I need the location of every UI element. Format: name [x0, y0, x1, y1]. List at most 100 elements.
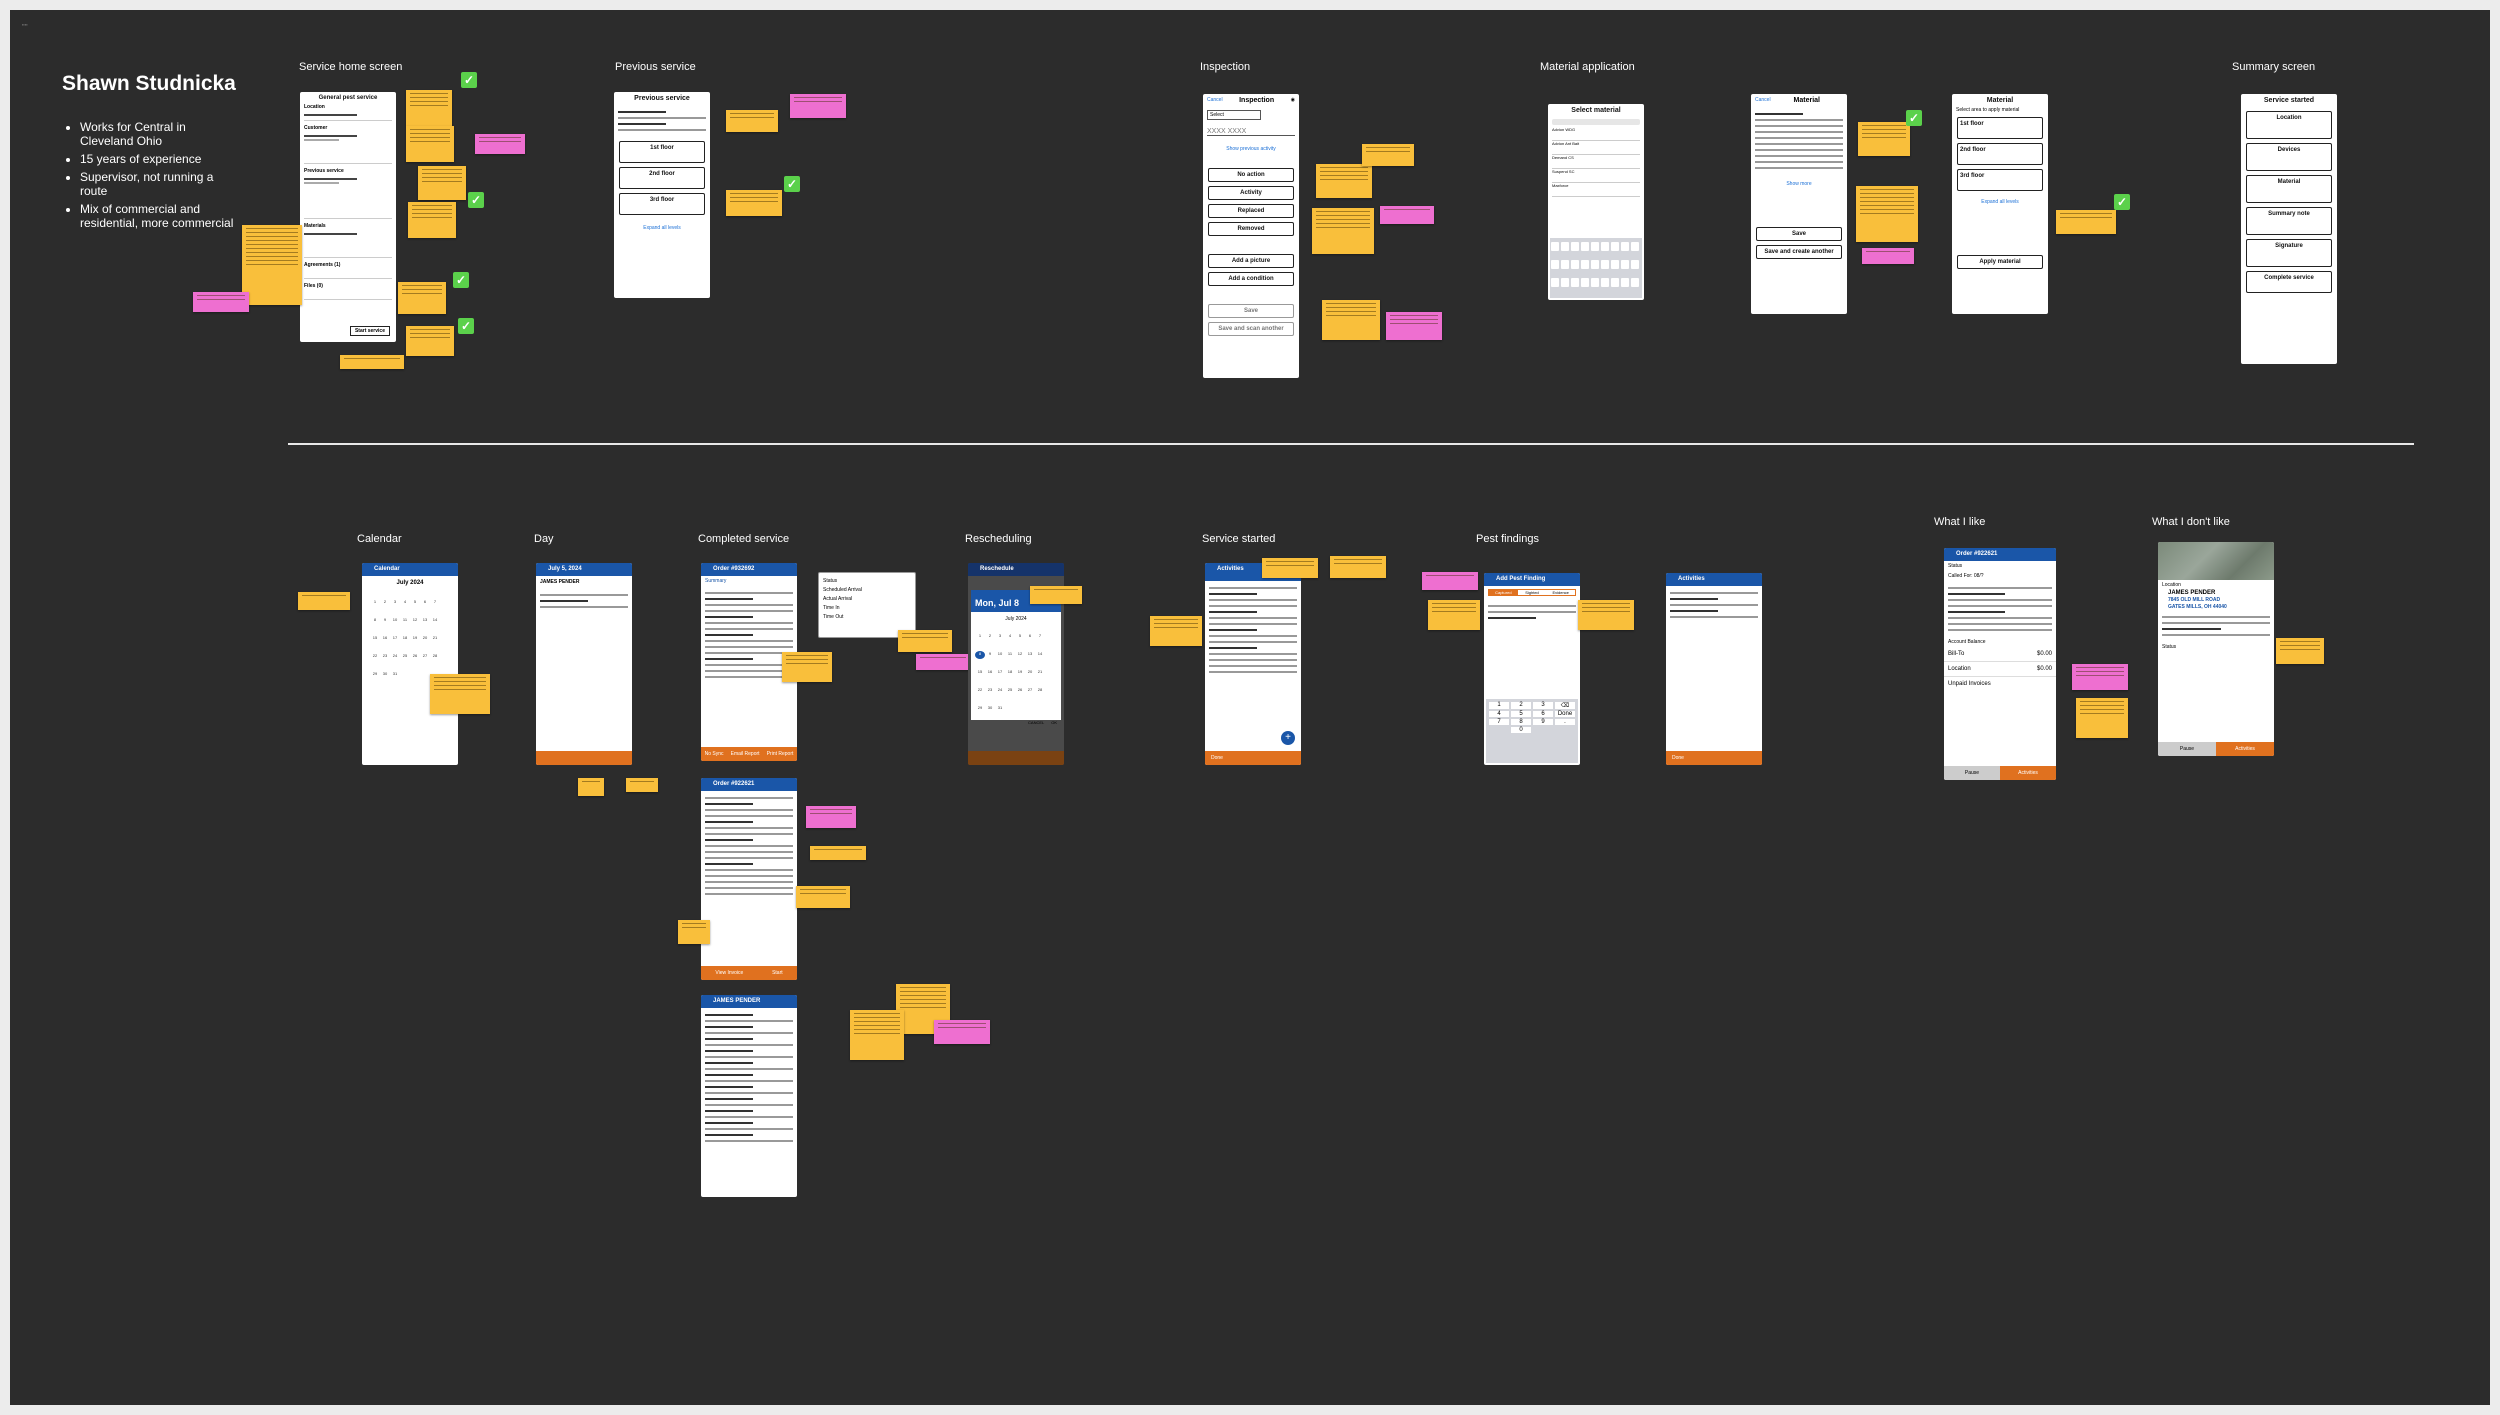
- tab-evidence[interactable]: Evidence: [1552, 590, 1569, 595]
- save-and-scan-button[interactable]: Save and scan another: [1208, 322, 1294, 336]
- no-sync-button[interactable]: No Sync: [704, 751, 724, 757]
- material-list-item[interactable]: Suspend SC: [1552, 169, 1640, 183]
- completed-tab[interactable]: Summary: [705, 578, 727, 584]
- area-floor-label: 2nd floor: [1960, 147, 1986, 153]
- summary-card-label: Location: [2276, 115, 2302, 121]
- print-report-button[interactable]: Print Report: [766, 751, 794, 757]
- activities-button[interactable]: Activities: [2216, 742, 2274, 756]
- inspection-code-field[interactable]: XXXX XXXX: [1207, 128, 1295, 136]
- start-service-button[interactable]: Start service: [349, 326, 390, 336]
- add-picture-button[interactable]: Add a picture: [1208, 254, 1294, 268]
- save-button[interactable]: Save: [1208, 304, 1294, 318]
- previous-floor-card[interactable]: 1st floor: [619, 141, 705, 163]
- area-expand-link[interactable]: Expand all levels: [1981, 199, 2019, 205]
- location-row[interactable]: Location$0.00: [1944, 662, 2056, 677]
- pause-button[interactable]: Pause: [1944, 766, 2000, 780]
- material-list-item[interactable]: Advion WDG: [1552, 127, 1640, 141]
- home-row-label: Customer: [304, 125, 328, 131]
- start-button[interactable]: Start: [772, 970, 783, 976]
- material-save-button[interactable]: Save: [1756, 227, 1842, 241]
- area-floor-card[interactable]: 3rd floor: [1957, 169, 2043, 191]
- email-report-button[interactable]: Email Report: [730, 751, 760, 757]
- like-content[interactable]: [1944, 581, 2056, 637]
- summary-card-material[interactable]: Material: [2246, 175, 2332, 203]
- apply-material-button[interactable]: Apply material: [1957, 255, 2043, 269]
- tab-sighted[interactable]: Sighted: [1525, 590, 1539, 595]
- show-more-link[interactable]: Show more: [1786, 181, 1812, 187]
- satellite-map[interactable]: [2158, 542, 2274, 580]
- unpaid-invoices-row[interactable]: Unpaid Invoices: [1948, 681, 1991, 687]
- check-icon: ✓: [468, 192, 484, 208]
- area-floor-card[interactable]: 2nd floor: [1957, 143, 2043, 165]
- sticky-note: [1030, 586, 1082, 604]
- done-button[interactable]: Done: [1672, 755, 1684, 761]
- keypad-done[interactable]: Done: [1555, 711, 1575, 717]
- material-list-item[interactable]: Advion Ant Bait: [1552, 141, 1640, 155]
- home-row-agreements[interactable]: Agreements (1): [304, 262, 392, 279]
- add-condition-button[interactable]: Add a condition: [1208, 272, 1294, 286]
- save-and-create-button[interactable]: Save and create another: [1756, 245, 1842, 259]
- like-header: Order #922621: [1944, 548, 2056, 561]
- expand-all-link[interactable]: Expand all levels: [643, 225, 681, 231]
- no-action-button[interactable]: No action: [1208, 168, 1294, 182]
- pest2-list[interactable]: [1666, 586, 1762, 624]
- date-picker-cancel[interactable]: CANCEL: [1028, 720, 1045, 725]
- date-picker-ok[interactable]: OK: [1051, 720, 1057, 725]
- area-floor-card[interactable]: 1st floor: [1957, 117, 2043, 139]
- service-started-list[interactable]: [1205, 581, 1301, 679]
- pest-fields[interactable]: [1484, 599, 1580, 625]
- status-popup: Status Scheduled Arrival Actual Arrival …: [818, 572, 916, 638]
- dislike-address[interactable]: 7845 OLD MILL ROAD: [2168, 597, 2221, 603]
- activities-button[interactable]: Activities: [2000, 766, 2056, 780]
- previous-floor-card[interactable]: 3rd floor: [619, 193, 705, 215]
- previous-floor-label: 1st floor: [650, 145, 674, 151]
- section-label-inspection: Inspection: [1200, 61, 1251, 73]
- material-list-item[interactable]: Maxforce: [1552, 183, 1640, 197]
- sticky-note: [1316, 164, 1372, 198]
- view-invoice-button[interactable]: View Invoice: [715, 970, 744, 976]
- home-row-location[interactable]: Location: [304, 104, 392, 121]
- material-list-item[interactable]: Demand CS: [1552, 155, 1640, 169]
- sticky-note: [1428, 600, 1480, 630]
- add-fab-icon[interactable]: +: [1281, 731, 1295, 745]
- summary-card-location[interactable]: Location: [2246, 111, 2332, 139]
- whiteboard-canvas: ▪▪▪▪ Shawn Studnicka Works for Central i…: [10, 10, 2490, 1405]
- dislike-customer: JAMES PENDER: [2168, 590, 2216, 596]
- sticky-note-pink: [1380, 206, 1434, 224]
- sticky-note: [406, 326, 454, 356]
- inspection-cancel[interactable]: Cancel: [1207, 97, 1223, 103]
- completed3-list[interactable]: [701, 1008, 797, 1148]
- summary-card-note[interactable]: Summary note: [2246, 207, 2332, 235]
- summary-card-devices[interactable]: Devices: [2246, 143, 2332, 171]
- home-row-materials[interactable]: Materials: [304, 223, 392, 258]
- home-row-previous-service[interactable]: Previous service: [304, 168, 392, 219]
- material-cancel[interactable]: Cancel: [1755, 97, 1771, 103]
- pause-button[interactable]: Pause: [2158, 742, 2216, 756]
- tab-captured[interactable]: Captured: [1489, 590, 1518, 595]
- replaced-button[interactable]: Replaced: [1208, 204, 1294, 218]
- activity-button[interactable]: Activity: [1208, 186, 1294, 200]
- bill-to-row[interactable]: Bill-To$0.00: [1944, 647, 2056, 662]
- summary-card-signature[interactable]: Signature: [2246, 239, 2332, 267]
- day-customer[interactable]: JAMES PENDER: [540, 579, 580, 585]
- eye-icon[interactable]: ◉: [1290, 97, 1295, 103]
- home-row-customer[interactable]: Customer: [304, 125, 392, 164]
- complete-service-button[interactable]: Complete service: [2246, 271, 2332, 293]
- home-row-files[interactable]: Files (0): [304, 283, 392, 300]
- done-button[interactable]: Done: [1211, 755, 1223, 761]
- previous-floor-card[interactable]: 2nd floor: [619, 167, 705, 189]
- search-input[interactable]: [1552, 119, 1640, 125]
- material-fields[interactable]: [1751, 107, 1847, 175]
- removed-button[interactable]: Removed: [1208, 222, 1294, 236]
- inspection-select[interactable]: Select: [1207, 110, 1261, 120]
- summary-card-label: Material: [2277, 179, 2301, 185]
- dislike-city[interactable]: GATES MILLS, OH 44040: [2168, 604, 2227, 610]
- day-footer[interactable]: [536, 751, 632, 765]
- like-called: Called For: 08/?: [1948, 573, 1984, 579]
- show-previous-activity-link[interactable]: Show previous activity: [1226, 146, 1276, 152]
- on-screen-keyboard[interactable]: [1550, 238, 1642, 298]
